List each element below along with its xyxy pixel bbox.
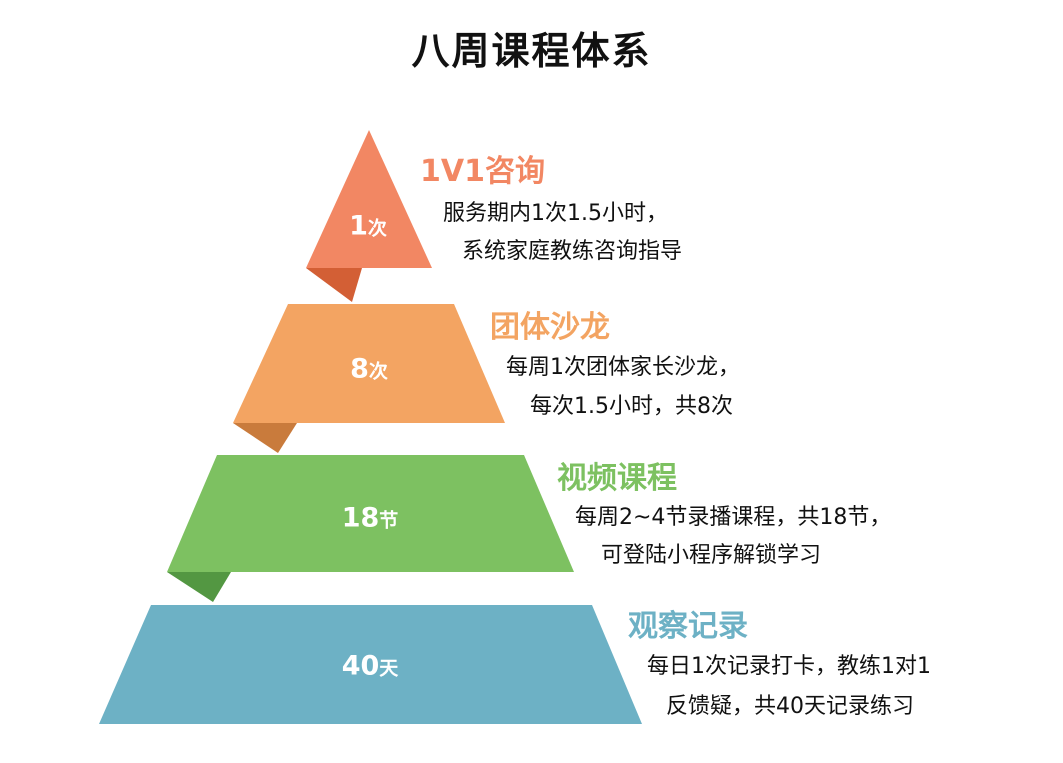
tier-1-shape — [306, 130, 432, 268]
tier-3-fold — [167, 572, 231, 602]
tier-3-count: 18节 — [342, 503, 399, 534]
tier-2-count-unit: 次 — [368, 360, 388, 383]
tier-4-desc-line2: 反馈疑，共40天记录练习 — [666, 694, 914, 719]
tier-1-desc-line2: 系统家庭教练咨询指导 — [462, 239, 683, 264]
tier-3-desc-line2: 可登陆小程序解锁学习 — [601, 543, 822, 568]
tier-4-count-unit: 天 — [379, 657, 399, 680]
tier-1-count-unit: 次 — [367, 217, 387, 240]
tier-3-heading: 视频课程 — [557, 461, 677, 496]
tier-1-heading: 1V1咨询 — [420, 154, 545, 189]
tier-3-desc-line1: 每周2~4节录播课程，共18节， — [575, 505, 892, 530]
tier-2-desc-line1: 每周1次团体家长沙龙， — [506, 355, 740, 380]
tier-1-desc-line1: 服务期内1次1.5小时， — [443, 201, 668, 226]
tier-4-count: 40天 — [342, 651, 399, 682]
tier-4-shape — [99, 605, 642, 724]
page-title: 八周课程体系 — [411, 29, 652, 73]
tier-4-desc-line1: 每日1次记录打卡，教练1对1 — [647, 654, 931, 679]
tier-2-count-number: 8 — [350, 353, 369, 385]
tier-1-fold — [306, 268, 362, 302]
tier-1-count-number: 1 — [349, 210, 368, 242]
tier-2-fold — [233, 423, 297, 453]
tier-2-desc-line2: 每次1.5小时，共8次 — [530, 394, 733, 419]
tier-3-count-unit: 节 — [379, 509, 399, 532]
tier-4-count-number: 40 — [341, 650, 380, 682]
tier-2-count: 8次 — [350, 354, 388, 385]
tier-3-count-number: 18 — [341, 502, 380, 534]
tier-4-heading: 观察记录 — [628, 609, 748, 644]
tier-2-heading: 团体沙龙 — [490, 310, 610, 345]
tier-3-shape — [167, 455, 574, 572]
tier-2-shape — [233, 304, 505, 423]
tier-1-count: 1次 — [349, 211, 387, 242]
